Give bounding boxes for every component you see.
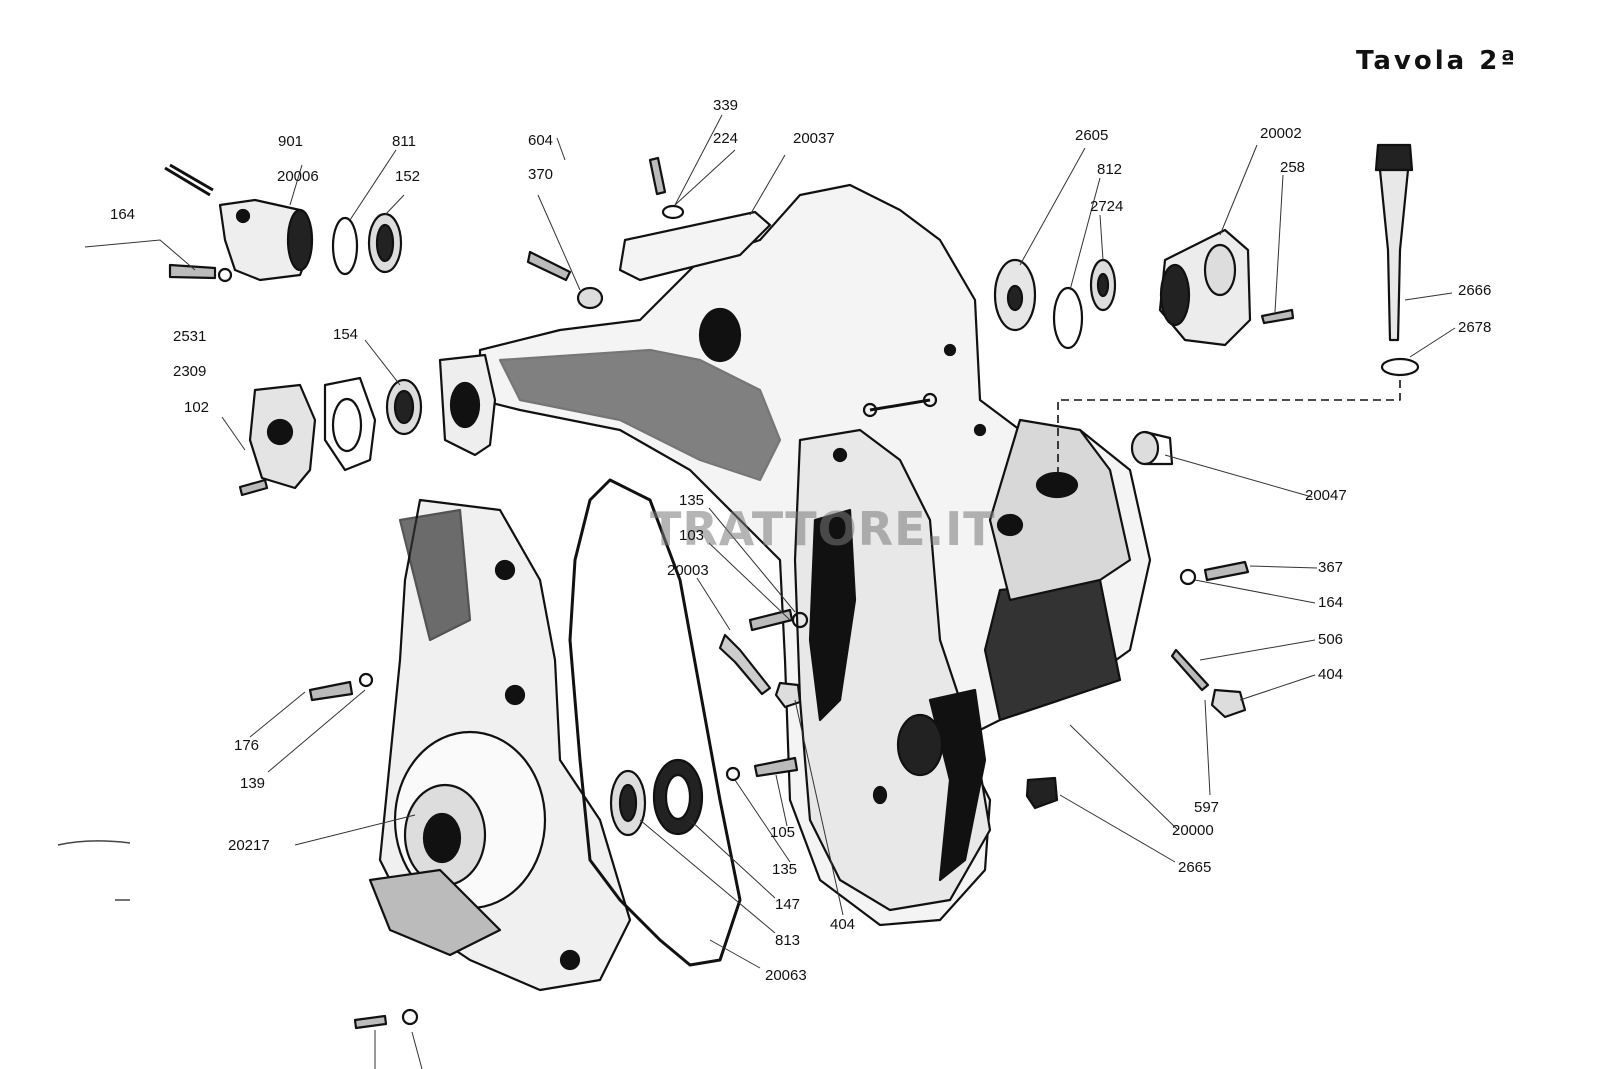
part-label-224: 224 — [713, 130, 739, 147]
housing-flange-front — [438, 353, 497, 457]
screw-604 — [526, 250, 572, 282]
part-label-2605: 2605 — [1075, 127, 1109, 144]
part-label-164-right: 164 — [1318, 594, 1344, 611]
shift-lever-20006 — [218, 198, 314, 282]
part-label-20006: 20006 — [277, 168, 319, 185]
part-label-20217: 20217 — [228, 837, 270, 854]
ring-812 — [1052, 286, 1084, 350]
part-label-147: 147 — [775, 896, 801, 913]
part-label-154: 154 — [333, 326, 359, 343]
screw-102 — [238, 478, 269, 497]
ring-811 — [331, 216, 359, 276]
part-label-812: 812 — [1097, 161, 1123, 178]
screw-164-left — [168, 263, 217, 280]
part-label-135-upper: 135 — [679, 492, 705, 509]
part-label-20003: 20003 — [667, 562, 709, 579]
part-label-103: 103 — [679, 527, 705, 544]
washer-bottom-left — [401, 1008, 419, 1026]
part-label-105: 105 — [770, 824, 796, 841]
screw-339 — [648, 156, 667, 196]
part-label-2309: 2309 — [173, 363, 207, 380]
part-label-20063: 20063 — [765, 967, 807, 984]
leader-lines — [84, 114, 1456, 1069]
part-label-339: 339 — [713, 97, 739, 114]
part-label-811: 811 — [392, 133, 416, 150]
part-label-604: 604 — [528, 132, 554, 149]
plug-370 — [576, 286, 604, 310]
bushing-20047 — [1130, 430, 1174, 466]
plug-2665 — [1025, 776, 1059, 810]
part-label-370: 370 — [528, 166, 554, 183]
washer-164-left — [217, 267, 233, 283]
scan-mark-left — [57, 840, 131, 846]
part-label-404-center: 404 — [830, 916, 856, 933]
part-label-20002: 20002 — [1260, 125, 1302, 142]
part-label-404-right: 404 — [1318, 666, 1344, 683]
part-label-135-lower: 135 — [772, 861, 798, 878]
screw-258 — [1260, 308, 1295, 325]
stud-506 — [1170, 648, 1210, 692]
bearing-support-20002 — [1158, 228, 1252, 347]
part-label-2665: 2665 — [1178, 859, 1212, 876]
gasket-2309 — [323, 376, 377, 472]
part-label-152: 152 — [395, 168, 421, 185]
part-label-2678: 2678 — [1458, 319, 1492, 336]
cotter-pin-901 — [164, 163, 214, 197]
part-label-2724: 2724 — [1090, 198, 1124, 215]
part-label-164: 164 — [110, 206, 136, 223]
screw-105 — [753, 756, 799, 778]
washer-2678 — [1380, 357, 1420, 377]
part-label-506: 506 — [1318, 631, 1344, 648]
page-title: Tavola 2ª — [1356, 46, 1519, 76]
part-label-139: 139 — [240, 775, 266, 792]
part-label-2531: 2531 — [173, 328, 207, 345]
screw-bottom-left — [353, 1014, 388, 1030]
timing-cover — [368, 498, 632, 992]
part-label-901: 901 — [278, 133, 304, 150]
part-label-2666: 2666 — [1458, 282, 1492, 299]
watermark: TRATTORE.IT — [650, 502, 996, 556]
cover-gasket — [568, 478, 742, 967]
cover-plate-20037 — [618, 210, 772, 282]
part-label-102: 102 — [184, 399, 210, 416]
dipstick-2666 — [1374, 143, 1414, 342]
part-label-367: 367 — [1318, 559, 1344, 576]
cover-flange-2531 — [248, 383, 317, 490]
part-label-258: 258 — [1280, 159, 1306, 176]
washer-135-lower — [725, 766, 741, 782]
main-housing — [478, 183, 1152, 927]
part-label-20000: 20000 — [1172, 822, 1214, 839]
washer-139 — [358, 672, 374, 688]
bearing-813 — [652, 758, 704, 836]
nut-404-center — [774, 681, 802, 709]
screw-176 — [308, 680, 354, 702]
part-label-813: 813 — [775, 932, 801, 949]
washer-164-right — [1179, 568, 1197, 586]
washer-135-upper — [791, 611, 809, 629]
part-label-20047: 20047 — [1305, 487, 1347, 504]
eyebolt-20003 — [718, 633, 772, 696]
bearing-cap-2605 — [993, 258, 1037, 332]
part-label-597: 597 — [1194, 799, 1220, 816]
washer-224 — [661, 204, 685, 220]
bearing-152 — [367, 212, 403, 274]
oil-seal-154 — [385, 378, 423, 436]
seal-2724 — [1089, 258, 1117, 312]
seal-147 — [609, 769, 647, 837]
nut-404-right — [1210, 688, 1247, 719]
screw-367 — [1203, 560, 1250, 582]
part-label-176: 176 — [234, 737, 260, 754]
part-label-20037: 20037 — [793, 130, 835, 147]
